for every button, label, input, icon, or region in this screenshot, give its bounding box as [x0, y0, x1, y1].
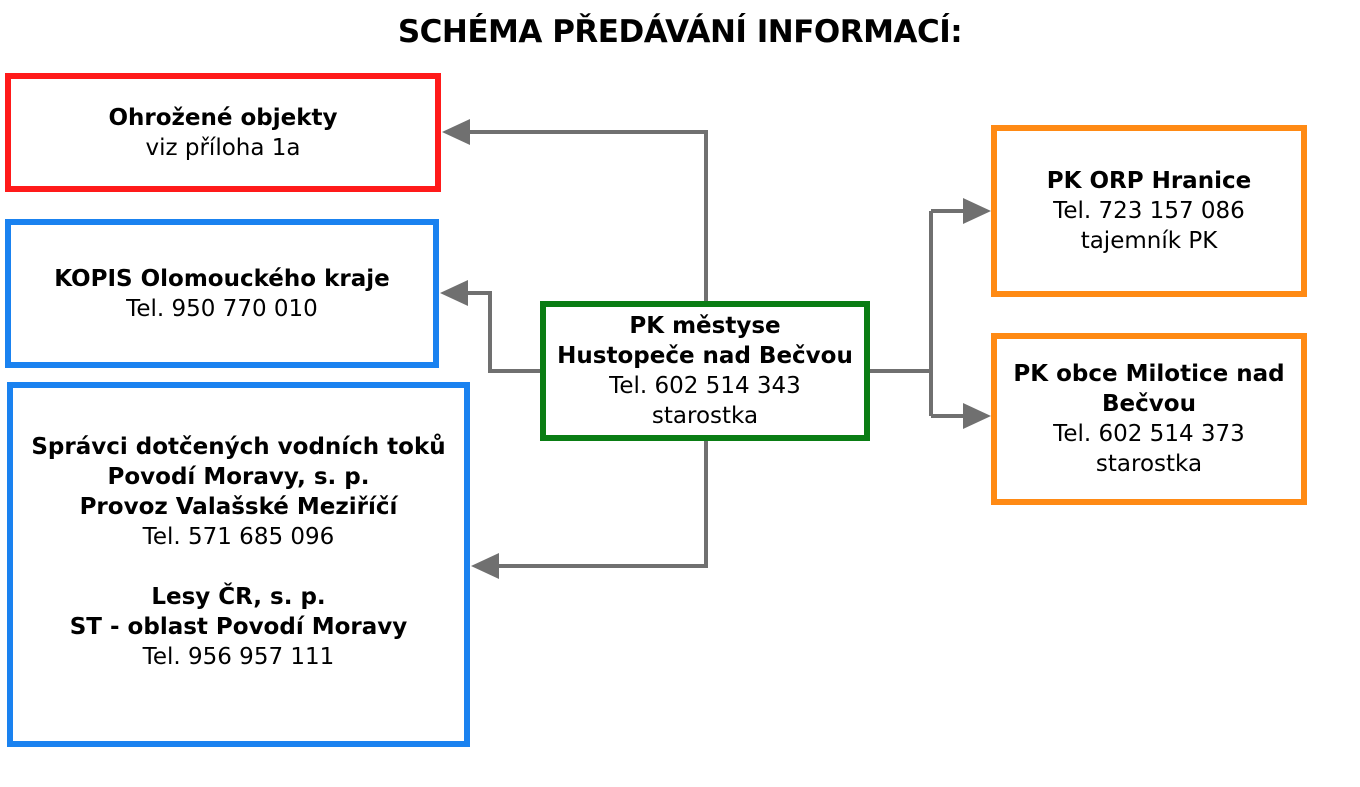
box-center-place: Hustopeče nad Bečvou	[557, 343, 853, 369]
box-ohrozene-heading: Ohrožené objekty	[108, 104, 338, 131]
box-orp-phone: Tel. 723 157 086	[1053, 198, 1245, 224]
box-center-role: starostka	[651, 403, 759, 429]
box-spravci-provoz: Provoz Valašské Meziříčí	[79, 494, 398, 520]
box-milotice-heading: PK obce Milotice nad	[1013, 361, 1285, 387]
box-kopis-heading: KOPIS Olomouckého kraje	[54, 265, 390, 292]
box-milotice-heading-cont: Bečvou	[1102, 391, 1196, 417]
arrowhead-milotice	[963, 403, 991, 429]
box-pk-mestyse: PK městyse Hustopeče nad Bečvou Tel. 602…	[540, 301, 870, 441]
connector-to-kopis	[463, 291, 540, 373]
box-orp-role: tajemník PK	[1080, 228, 1218, 254]
box-ohrozene-objekty: Ohrožené objekty viz příloha 1a	[5, 73, 441, 192]
arrowhead-spravci	[471, 553, 499, 579]
box-center-heading: PK městyse	[629, 313, 781, 339]
box-pk-orp-hranice: PK ORP Hranice Tel. 723 157 086 tajemník…	[991, 125, 1307, 297]
box-spravci-phone2: Tel. 956 957 111	[142, 644, 335, 670]
arrowhead-ohrozene	[442, 119, 470, 145]
box-spravci-toku: Správci dotčených vodních toků Povodí Mo…	[7, 382, 470, 747]
arrowhead-orp	[963, 198, 991, 224]
box-milotice-phone: Tel. 602 514 373	[1053, 421, 1245, 447]
arrowhead-kopis	[440, 280, 468, 306]
box-spravci-povodi: Povodí Moravy, s. p.	[107, 464, 370, 490]
diagram-title: SCHÉMA PŘEDÁVÁNÍ INFORMACÍ:	[397, 14, 963, 50]
box-kopis: KOPIS Olomouckého kraje Tel. 950 770 010	[5, 219, 439, 368]
box-center-phone: Tel. 602 514 343	[609, 373, 801, 399]
connector-to-ohrozene	[465, 130, 708, 301]
box-spravci-heading: Správci dotčených vodních toků	[31, 434, 446, 460]
connector-to-spravci	[494, 441, 708, 568]
box-orp-heading: PK ORP Hranice	[1046, 168, 1252, 194]
box-pk-milotice: PK obce Milotice nad Bečvou Tel. 602 514…	[991, 333, 1307, 505]
box-spravci-lesy: Lesy ČR, s. p.	[151, 584, 326, 610]
box-ohrozene-reference: viz příloha 1a	[145, 134, 301, 161]
box-milotice-role: starostka	[1095, 451, 1203, 477]
box-spravci-phone1: Tel. 571 685 096	[142, 524, 335, 550]
box-kopis-phone: Tel. 950 770 010	[126, 295, 318, 322]
box-spravci-oblast: ST - oblast Povodí Moravy	[69, 614, 408, 640]
connector-to-orp-milotice	[870, 209, 965, 418]
